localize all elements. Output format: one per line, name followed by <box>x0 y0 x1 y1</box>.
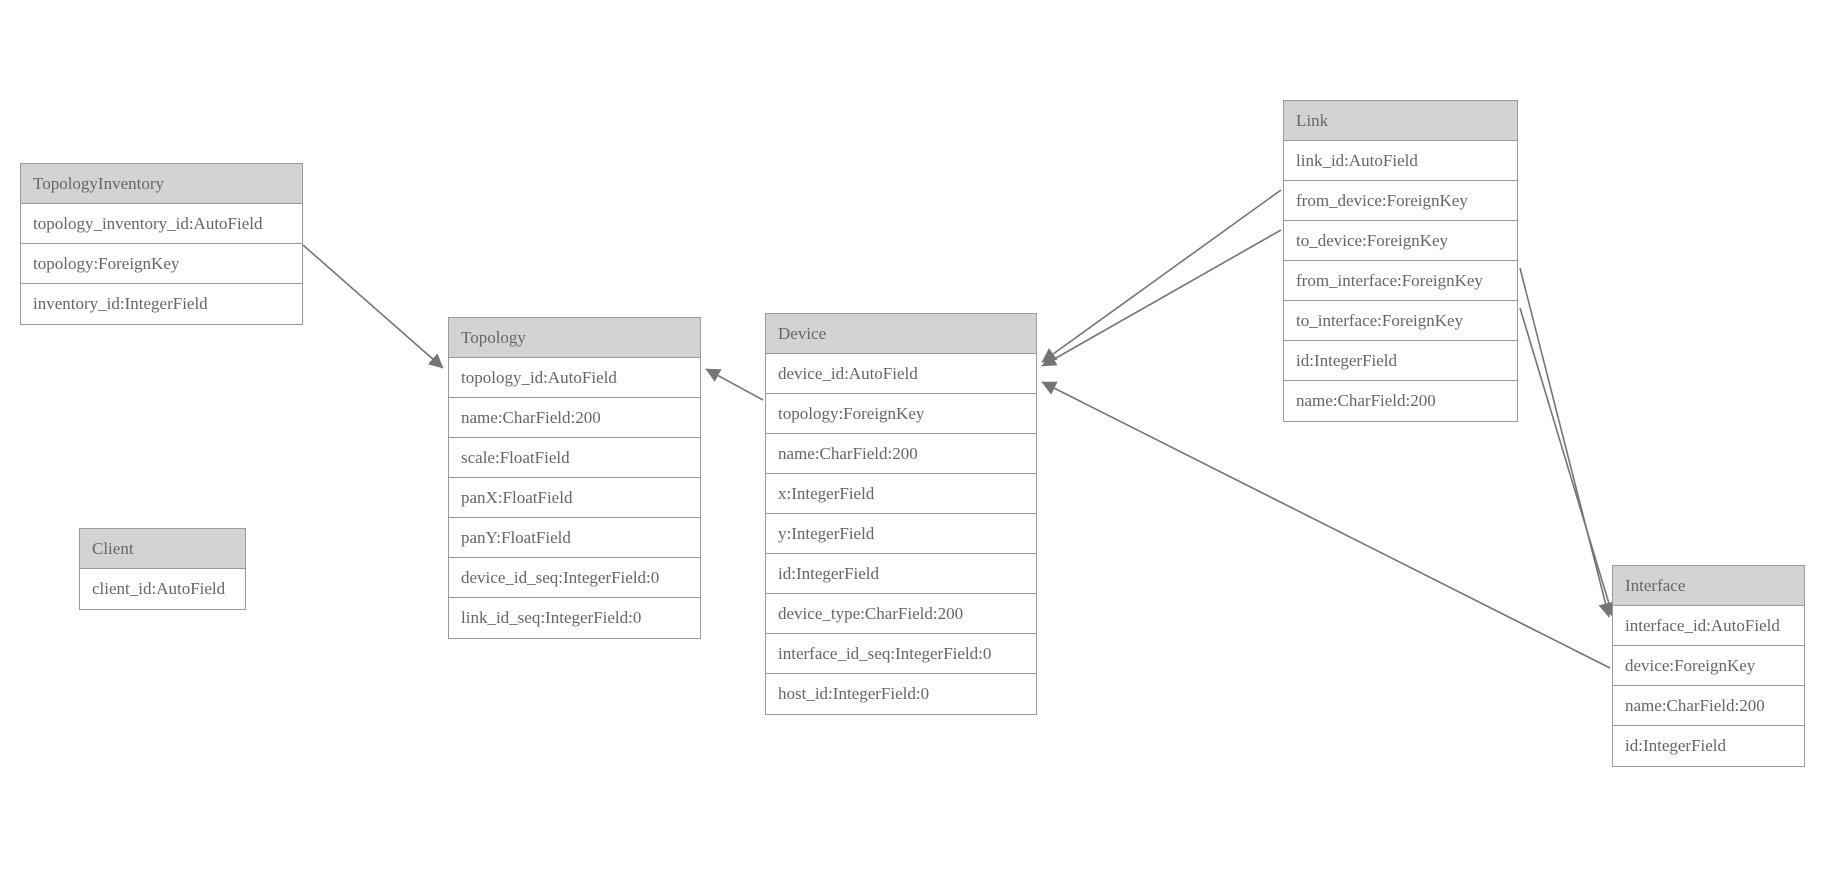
edge-link-from-device <box>1041 189 1282 363</box>
edge-link-to-interface <box>1519 307 1616 618</box>
field-row: topology:ForeignKey <box>21 244 302 284</box>
entity-topologyinventory[interactable]: TopologyInventory topology_inventory_id:… <box>20 163 303 325</box>
field-row: panY:FloatField <box>449 518 700 558</box>
field-row: device:ForeignKey <box>1613 646 1804 686</box>
field-row: link_id_seq:IntegerField:0 <box>449 598 700 638</box>
field-row: id:IntegerField <box>766 554 1036 594</box>
field-row: link_id:AutoField <box>1284 141 1517 181</box>
entity-link[interactable]: Link link_id:AutoField from_device:Forei… <box>1283 100 1518 422</box>
field-row: name:CharField:200 <box>766 434 1036 474</box>
field-row: scale:FloatField <box>449 438 700 478</box>
edge-link-to-device <box>1041 229 1282 367</box>
field-row: topology_inventory_id:AutoField <box>21 204 302 244</box>
entity-device[interactable]: Device device_id:AutoField topology:Fore… <box>765 313 1037 715</box>
field-row: topology_id:AutoField <box>449 358 700 398</box>
field-row: y:IntegerField <box>766 514 1036 554</box>
entity-title-link: Link <box>1284 101 1517 141</box>
entity-title-device: Device <box>766 314 1036 354</box>
field-row: to_device:ForeignKey <box>1284 221 1517 261</box>
field-row: topology:ForeignKey <box>766 394 1036 434</box>
entity-interface[interactable]: Interface interface_id:AutoField device:… <box>1612 565 1805 767</box>
field-row: name:CharField:200 <box>449 398 700 438</box>
field-row: to_interface:ForeignKey <box>1284 301 1517 341</box>
entity-title-topology: Topology <box>449 318 700 358</box>
field-row: client_id:AutoField <box>80 569 245 609</box>
field-row: x:IntegerField <box>766 474 1036 514</box>
edge-topologyinventory-topology <box>302 244 444 369</box>
field-row: host_id:IntegerField:0 <box>766 674 1036 714</box>
field-row: device_type:CharField:200 <box>766 594 1036 634</box>
field-row: interface_id_seq:IntegerField:0 <box>766 634 1036 674</box>
field-row: from_interface:ForeignKey <box>1284 261 1517 301</box>
entity-title-client: Client <box>80 529 245 569</box>
field-row: id:IntegerField <box>1284 341 1517 381</box>
field-row: panX:FloatField <box>449 478 700 518</box>
field-row: name:CharField:200 <box>1284 381 1517 421</box>
edge-device-topology <box>705 368 764 401</box>
entity-title-interface: Interface <box>1613 566 1804 606</box>
field-row: interface_id:AutoField <box>1613 606 1804 646</box>
field-row: device_id:AutoField <box>766 354 1036 394</box>
field-row: device_id_seq:IntegerField:0 <box>449 558 700 598</box>
field-row: from_device:ForeignKey <box>1284 181 1517 221</box>
entity-topology[interactable]: Topology topology_id:AutoField name:Char… <box>448 317 701 639</box>
edge-link-from-interface <box>1519 267 1613 618</box>
field-row: id:IntegerField <box>1613 726 1804 766</box>
field-row: inventory_id:IntegerField <box>21 284 302 324</box>
entity-title-topologyinventory: TopologyInventory <box>21 164 302 204</box>
edge-interface-device <box>1041 381 1611 669</box>
field-row: name:CharField:200 <box>1613 686 1804 726</box>
entity-client[interactable]: Client client_id:AutoField <box>79 528 246 610</box>
